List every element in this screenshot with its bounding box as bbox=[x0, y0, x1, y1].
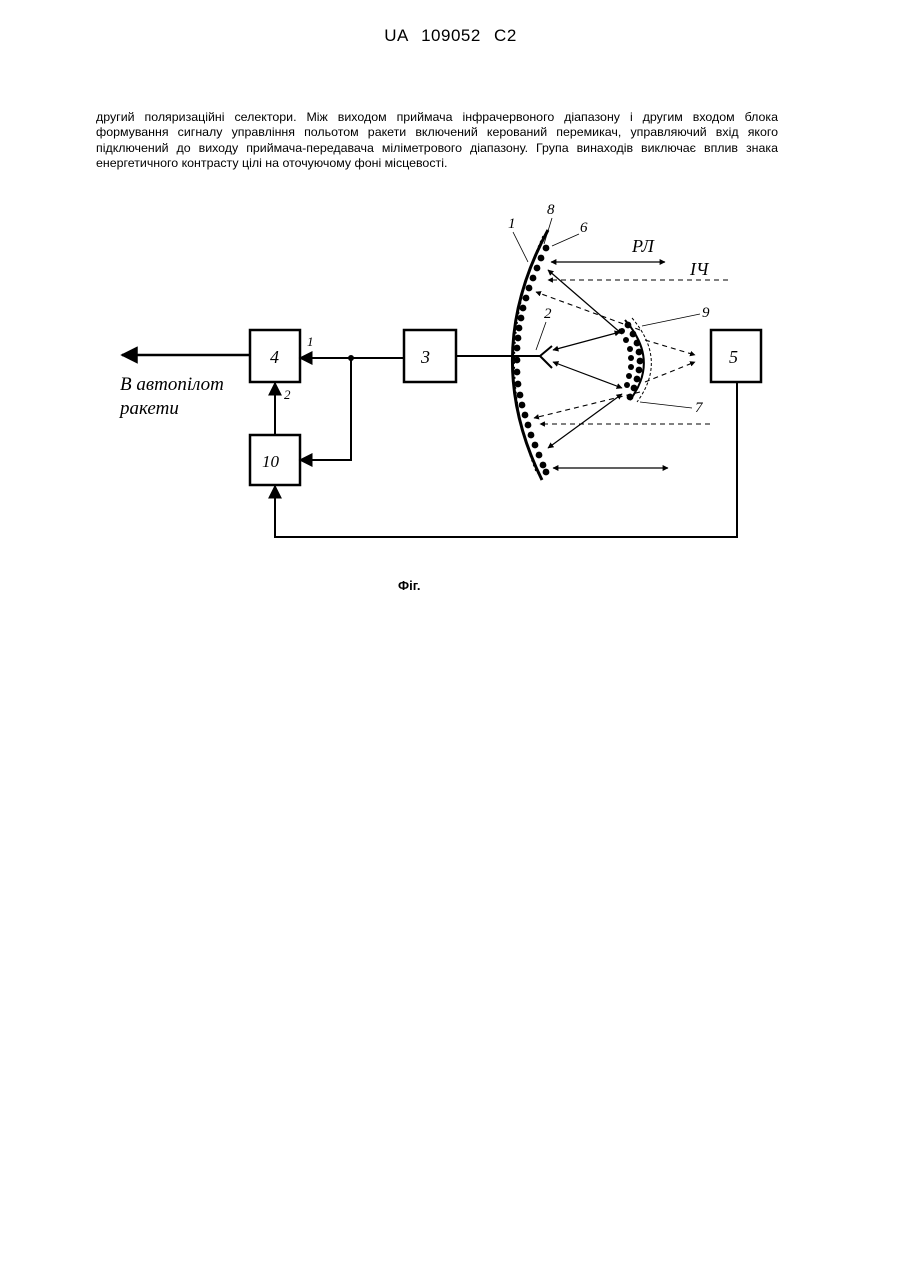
figure: 4 3 10 5 1 2 В автопілот ракети bbox=[0, 195, 901, 555]
document-header: UA 109052 C2 bbox=[0, 26, 901, 46]
block-3 bbox=[404, 330, 456, 382]
port-2-label: 2 bbox=[284, 387, 291, 402]
element-1-label: 1 bbox=[508, 216, 516, 232]
block-5-label: 5 bbox=[729, 347, 738, 367]
figure-caption: Фіг. bbox=[398, 578, 420, 593]
element-9-label: 9 bbox=[702, 305, 710, 321]
output-label-line1: В автопілот bbox=[120, 374, 224, 395]
block-4-label: 4 bbox=[270, 347, 279, 367]
body-paragraph: другий поляризаційні селектори. Між вихо… bbox=[96, 110, 778, 172]
line-branch-to-10 bbox=[300, 358, 351, 460]
output-label-line2: ракети bbox=[118, 398, 179, 419]
element-6-label: 6 bbox=[580, 220, 588, 236]
rl-label: РЛ bbox=[631, 236, 656, 256]
port-1-label: 1 bbox=[307, 334, 314, 349]
rl-rays bbox=[548, 262, 668, 468]
block-3-label: 3 bbox=[420, 347, 430, 367]
element-8-label: 8 bbox=[547, 202, 555, 218]
sub-reflector-elements bbox=[619, 322, 643, 401]
figure-diagram: 4 3 10 5 1 2 В автопілот ракети bbox=[0, 195, 901, 555]
element-2-label: 2 bbox=[544, 306, 552, 322]
element-7-label: 7 bbox=[695, 400, 704, 416]
block-10-label: 10 bbox=[262, 452, 280, 471]
ir-label: ІЧ bbox=[689, 259, 710, 279]
